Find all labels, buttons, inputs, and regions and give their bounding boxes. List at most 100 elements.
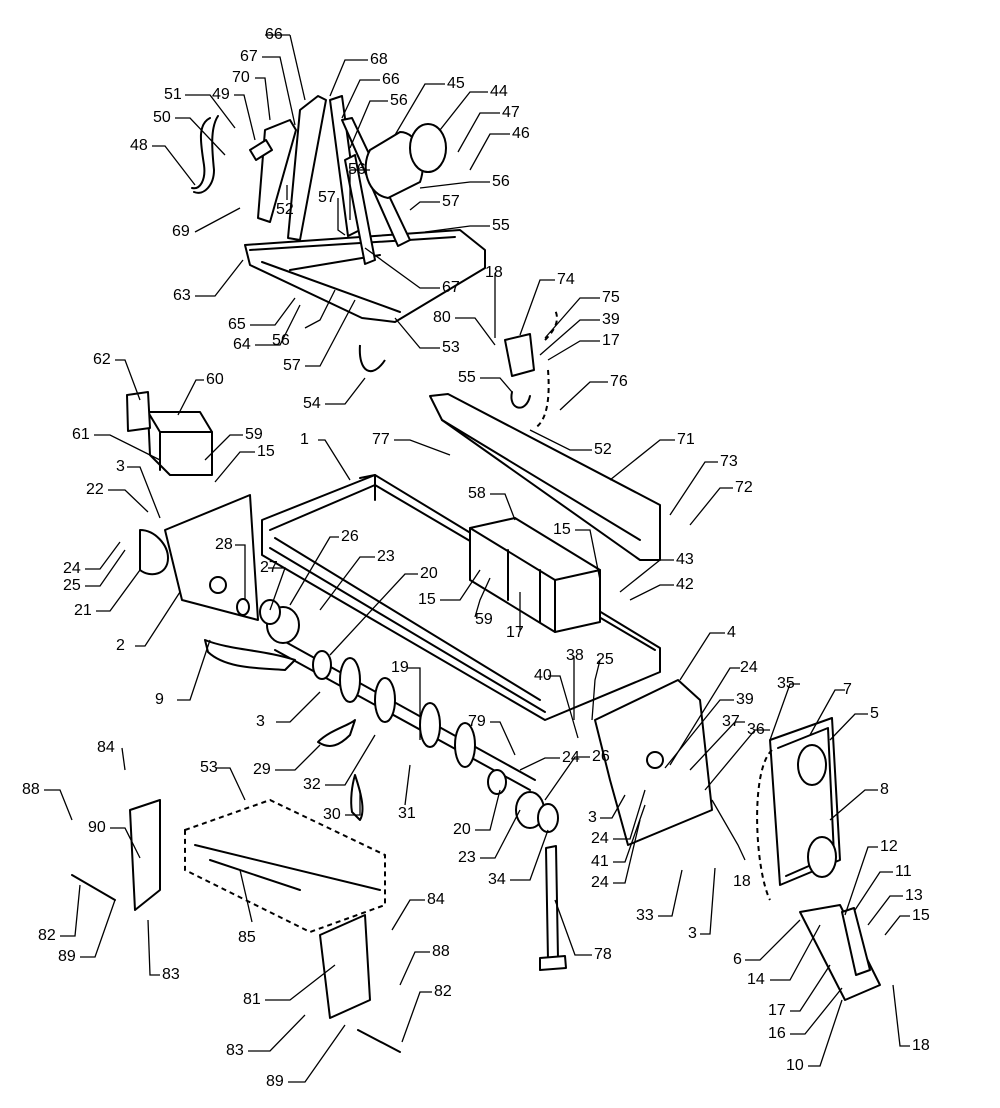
- callout-label-c75: 7: [843, 681, 852, 698]
- callout-leader-c65: [135, 591, 181, 647]
- callout-label-c53: 26: [341, 528, 359, 545]
- callout-leader-c57: [85, 549, 126, 587]
- callout-leader-c76: [829, 713, 868, 741]
- callout-label-c5: 66: [382, 71, 400, 88]
- callout-label-c83: 84: [97, 739, 115, 756]
- callout-label-c19: 52: [276, 201, 294, 218]
- callout-label-c37: 55: [458, 369, 476, 386]
- callout-leader-c16: [419, 181, 490, 189]
- callout-label-c14: 48: [130, 137, 148, 154]
- callout-leader-c121: [248, 1014, 306, 1052]
- callout-leader-c105: [60, 884, 81, 937]
- callout-leader-c43: [394, 439, 451, 456]
- callout-leader-c71: [669, 667, 740, 766]
- callout-leader-c60: [329, 573, 418, 656]
- callout-label-c46: 71: [677, 431, 695, 448]
- callout-label-c68: 38: [566, 647, 584, 664]
- callout-label-c10: 56: [390, 92, 408, 109]
- callout-label-c114: 14: [747, 971, 765, 988]
- callout-leader-c69: [591, 659, 601, 721]
- callout-label-c42: 59: [245, 426, 263, 443]
- callout-leader-c101: [844, 846, 878, 916]
- callout-label-c23: 67: [442, 279, 460, 296]
- callout-leader-c86: [325, 734, 376, 786]
- callout-leader-c78: [664, 699, 734, 769]
- callout-label-c115: 88: [432, 943, 450, 960]
- callout-label-c91: 90: [88, 819, 106, 836]
- callout-label-c89: 30: [323, 806, 341, 823]
- chain-case-assembly: [756, 717, 881, 1001]
- callout-label-c64: 59: [475, 611, 493, 628]
- callout-leader-c13: [469, 133, 510, 171]
- callout-leader-c114: [770, 924, 821, 981]
- left-side-plate: [139, 494, 259, 621]
- callout-label-c104: 15: [912, 907, 930, 924]
- callout-label-c21: 55: [492, 217, 510, 234]
- callout-label-c65: 2: [116, 637, 125, 654]
- callout-label-c78: 39: [736, 691, 754, 708]
- callout-label-c3: 68: [370, 51, 388, 68]
- callout-label-c7: 44: [490, 83, 508, 100]
- callout-leader-c85: [544, 756, 590, 801]
- callout-label-c49: 22: [86, 481, 104, 498]
- callout-leader-c90: [829, 789, 878, 821]
- callout-label-c72: 9: [155, 691, 164, 708]
- callout-label-c103: 13: [905, 887, 923, 904]
- callout-leader-c18: [409, 201, 440, 211]
- callout-leader-c118: [790, 964, 831, 1012]
- callout-label-c82: 29: [253, 761, 271, 778]
- callout-label-c24: 18: [485, 264, 503, 281]
- callout-label-c30: 39: [602, 311, 620, 328]
- callout-leader-c63: [440, 569, 481, 601]
- callout-label-c111: 83: [162, 966, 180, 983]
- callout-leader-c45: [214, 451, 255, 483]
- callout-label-c51: 58: [468, 485, 486, 502]
- callout-label-c106: 33: [636, 907, 654, 924]
- callout-label-c112: 85: [238, 929, 256, 946]
- callout-leader-c2: [262, 56, 296, 126]
- callout-leader-c108: [745, 919, 801, 961]
- callout-leader-c107: [700, 867, 716, 935]
- callout-leader-c28: [255, 304, 301, 346]
- callout-label-c69: 25: [596, 651, 614, 668]
- callout-label-c28: 64: [233, 336, 251, 353]
- callout-label-c100: 34: [488, 871, 506, 888]
- callout-label-c110: 89: [58, 948, 76, 965]
- callout-label-c18: 57: [442, 193, 460, 210]
- callout-leader-c54: [575, 529, 601, 581]
- callout-label-c97: 41: [591, 853, 609, 870]
- callout-leader-c117: [401, 991, 432, 1043]
- callout-label-c118: 17: [768, 1002, 786, 1019]
- callout-leader-c123: [288, 1024, 346, 1083]
- callout-leader-c100: [510, 829, 549, 881]
- callout-leader-c122: [808, 999, 843, 1067]
- skid-shoe-assembly: [71, 798, 401, 1053]
- callout-leader-c14: [152, 145, 196, 186]
- callout-leader-c37: [480, 377, 513, 393]
- callout-label-c76: 5: [870, 705, 879, 722]
- callout-label-c41: 61: [72, 426, 90, 443]
- callout-leader-c83: [121, 747, 126, 771]
- callout-label-c109: 84: [427, 891, 445, 908]
- callout-leader-c49: [108, 489, 149, 513]
- callout-leader-c48: [669, 461, 718, 516]
- callout-leader-c80: [689, 721, 745, 771]
- callout-leader-c61: [629, 584, 674, 601]
- callout-leader-c46: [609, 439, 675, 481]
- callout-leader-c4: [255, 77, 271, 121]
- callout-label-c1: 66: [265, 26, 283, 43]
- callout-label-c73: 19: [391, 659, 409, 676]
- callout-label-c86: 32: [303, 776, 321, 793]
- callout-label-c123: 89: [266, 1073, 284, 1090]
- callout-label-c32: 53: [442, 339, 460, 356]
- callout-label-c25: 74: [557, 271, 575, 288]
- callout-label-c2: 67: [240, 48, 258, 65]
- callout-label-c94: 24: [591, 830, 609, 847]
- callout-leader-c51: [490, 493, 516, 521]
- callout-label-c56: 23: [377, 548, 395, 565]
- callout-label-c66: 17: [506, 624, 524, 641]
- callout-label-c121: 83: [226, 1042, 244, 1059]
- callout-label-c71: 24: [740, 659, 758, 676]
- callout-leader-c21: [424, 225, 490, 233]
- callout-leader-c72: [177, 639, 211, 701]
